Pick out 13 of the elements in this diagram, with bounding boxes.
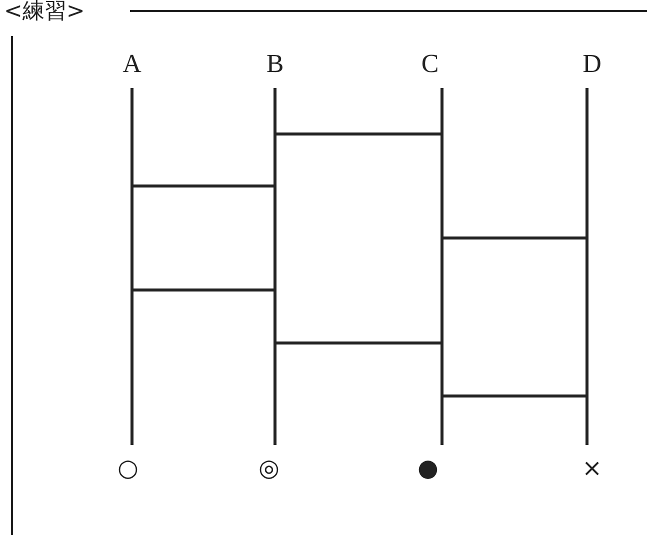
ladder-line xyxy=(274,88,276,445)
ladder-line xyxy=(586,88,588,445)
title: <練習> xyxy=(4,0,85,26)
ladder-line xyxy=(130,88,134,445)
result-symbol: ○ xyxy=(112,454,144,482)
ladder-line xyxy=(440,88,444,445)
start-label: A xyxy=(116,50,148,80)
result-symbol: × xyxy=(576,454,608,482)
start-label: C xyxy=(414,50,446,80)
result-symbol: ● xyxy=(412,454,444,482)
start-label: B xyxy=(259,50,291,80)
result-symbol: ◎ xyxy=(253,454,285,482)
start-label: D xyxy=(576,50,608,80)
